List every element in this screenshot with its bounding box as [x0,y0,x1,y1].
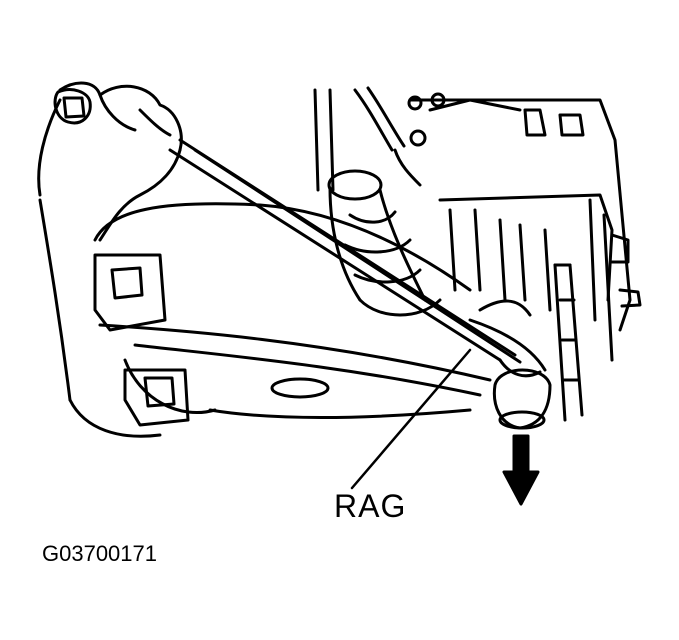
mechanic-arm [38,198,162,438]
callout-leader-line [350,348,472,490]
brake-caliper [313,88,642,362]
steering-knuckle [327,169,442,317]
downward-arrow [502,434,540,506]
brake-rotor [553,263,584,422]
arm-bushing-front [93,253,167,332]
rag-callout-label: RAG [334,488,407,524]
hand [37,81,183,242]
arm-bushing-rear [123,368,190,427]
pry-bar [168,138,542,378]
brake-hose [353,86,446,187]
figure-code: G03700171 [42,541,157,566]
lower-control-arm [93,202,547,419]
ball-joint [492,368,552,430]
